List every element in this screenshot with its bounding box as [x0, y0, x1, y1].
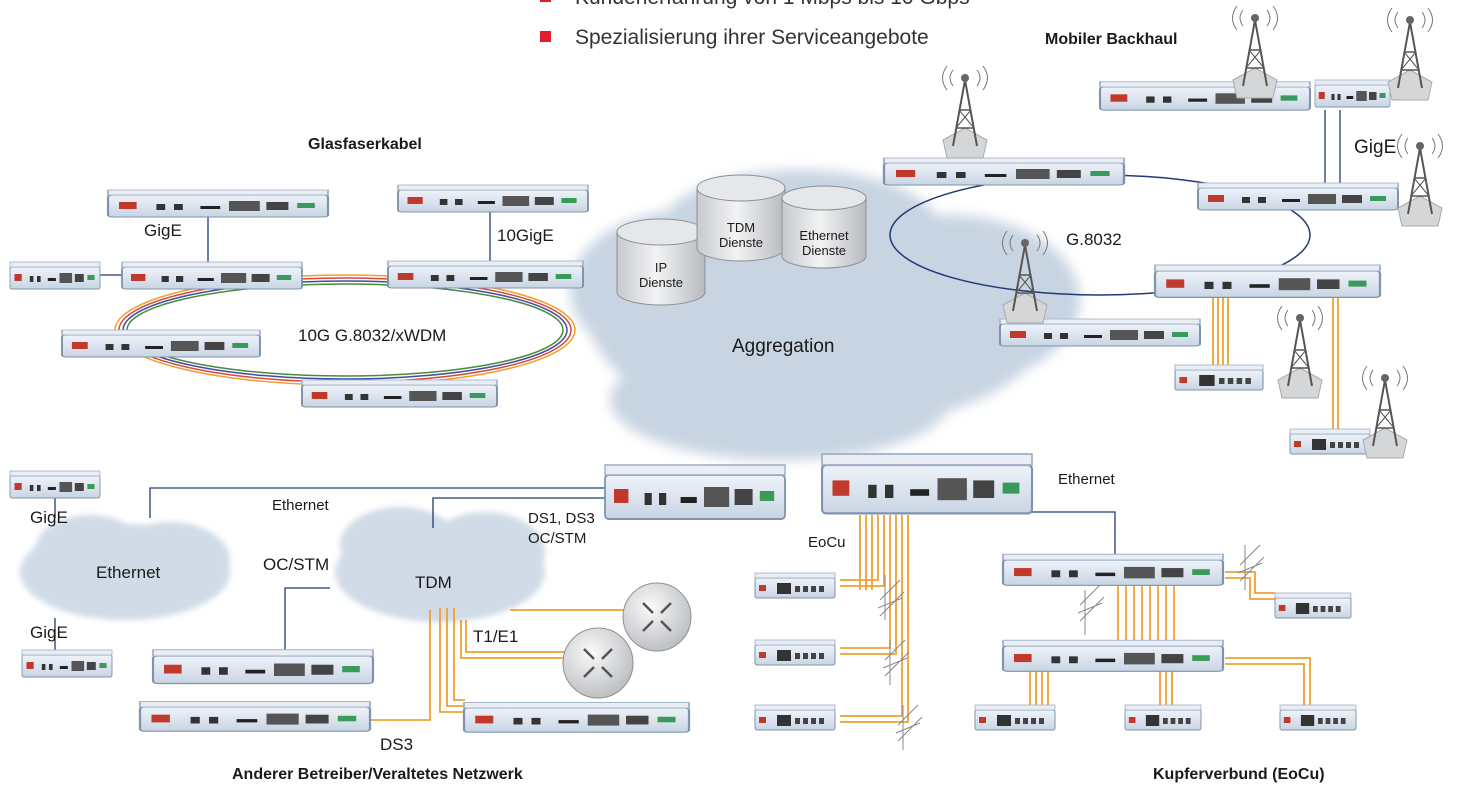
cylinder-tdm [696, 174, 786, 262]
link-10gige: 10GigE [497, 226, 554, 245]
connection-lines [54, 110, 1341, 655]
link-ds3: DS3 [380, 735, 414, 754]
link-gige-mobile: GigE [1354, 137, 1397, 158]
router-icon [562, 627, 634, 699]
router-icon [622, 582, 692, 652]
link-gige-left-top: GigE [30, 508, 68, 527]
link-gige-fiber: GigE [144, 221, 182, 240]
cloud-ethernet-label: Ethernet [96, 563, 161, 582]
link-ethernet-left: Ethernet [272, 497, 329, 514]
link-fiber-ring: 10G G.8032/xWDM [298, 326, 447, 345]
link-t1-e1: T1/E1 [473, 627, 519, 646]
link-ds1-ds3: DS1, DS3 [528, 510, 595, 527]
bullet-marker-icon [540, 30, 551, 42]
link-oc-stm-mid: OC/STM [528, 530, 587, 547]
copper-links [360, 297, 1339, 723]
heading-fiber: Glasfaserkabel [308, 136, 422, 153]
link-gige-left-bottom: GigE [30, 623, 68, 642]
heading-other-operator: Anderer Betreiber/Veraltetes Netzwerk [232, 766, 523, 783]
bullet-marker-icon [540, 0, 551, 2]
cloud-aggregation-label: Aggregation [732, 336, 835, 357]
antenna-ticks [877, 544, 1265, 750]
heading-mobile-backhaul: Mobiler Backhaul [1045, 31, 1178, 48]
cylinder-ip [616, 218, 706, 306]
link-ethernet-right: Ethernet [1058, 471, 1115, 488]
cylinder-ethernet [781, 185, 867, 269]
bullet-item: Spezialisierung ihrer Serviceangebote [540, 26, 929, 50]
link-g8032-mobile: G.8032 [1066, 230, 1122, 249]
link-oc-stm-left: OC/STM [263, 555, 330, 574]
link-eocu: EoCu [808, 534, 846, 551]
heading-copper: Kupferverbund (EoCu) [1153, 766, 1325, 783]
tdm-cloud [335, 507, 545, 622]
ethernet-cloud [20, 515, 230, 620]
bullet-item: Kundenerfahrung von 1 Mbps bis 10 Gbps [540, 0, 970, 10]
cloud-tdm-label: TDM [415, 573, 452, 592]
routers [562, 582, 692, 699]
